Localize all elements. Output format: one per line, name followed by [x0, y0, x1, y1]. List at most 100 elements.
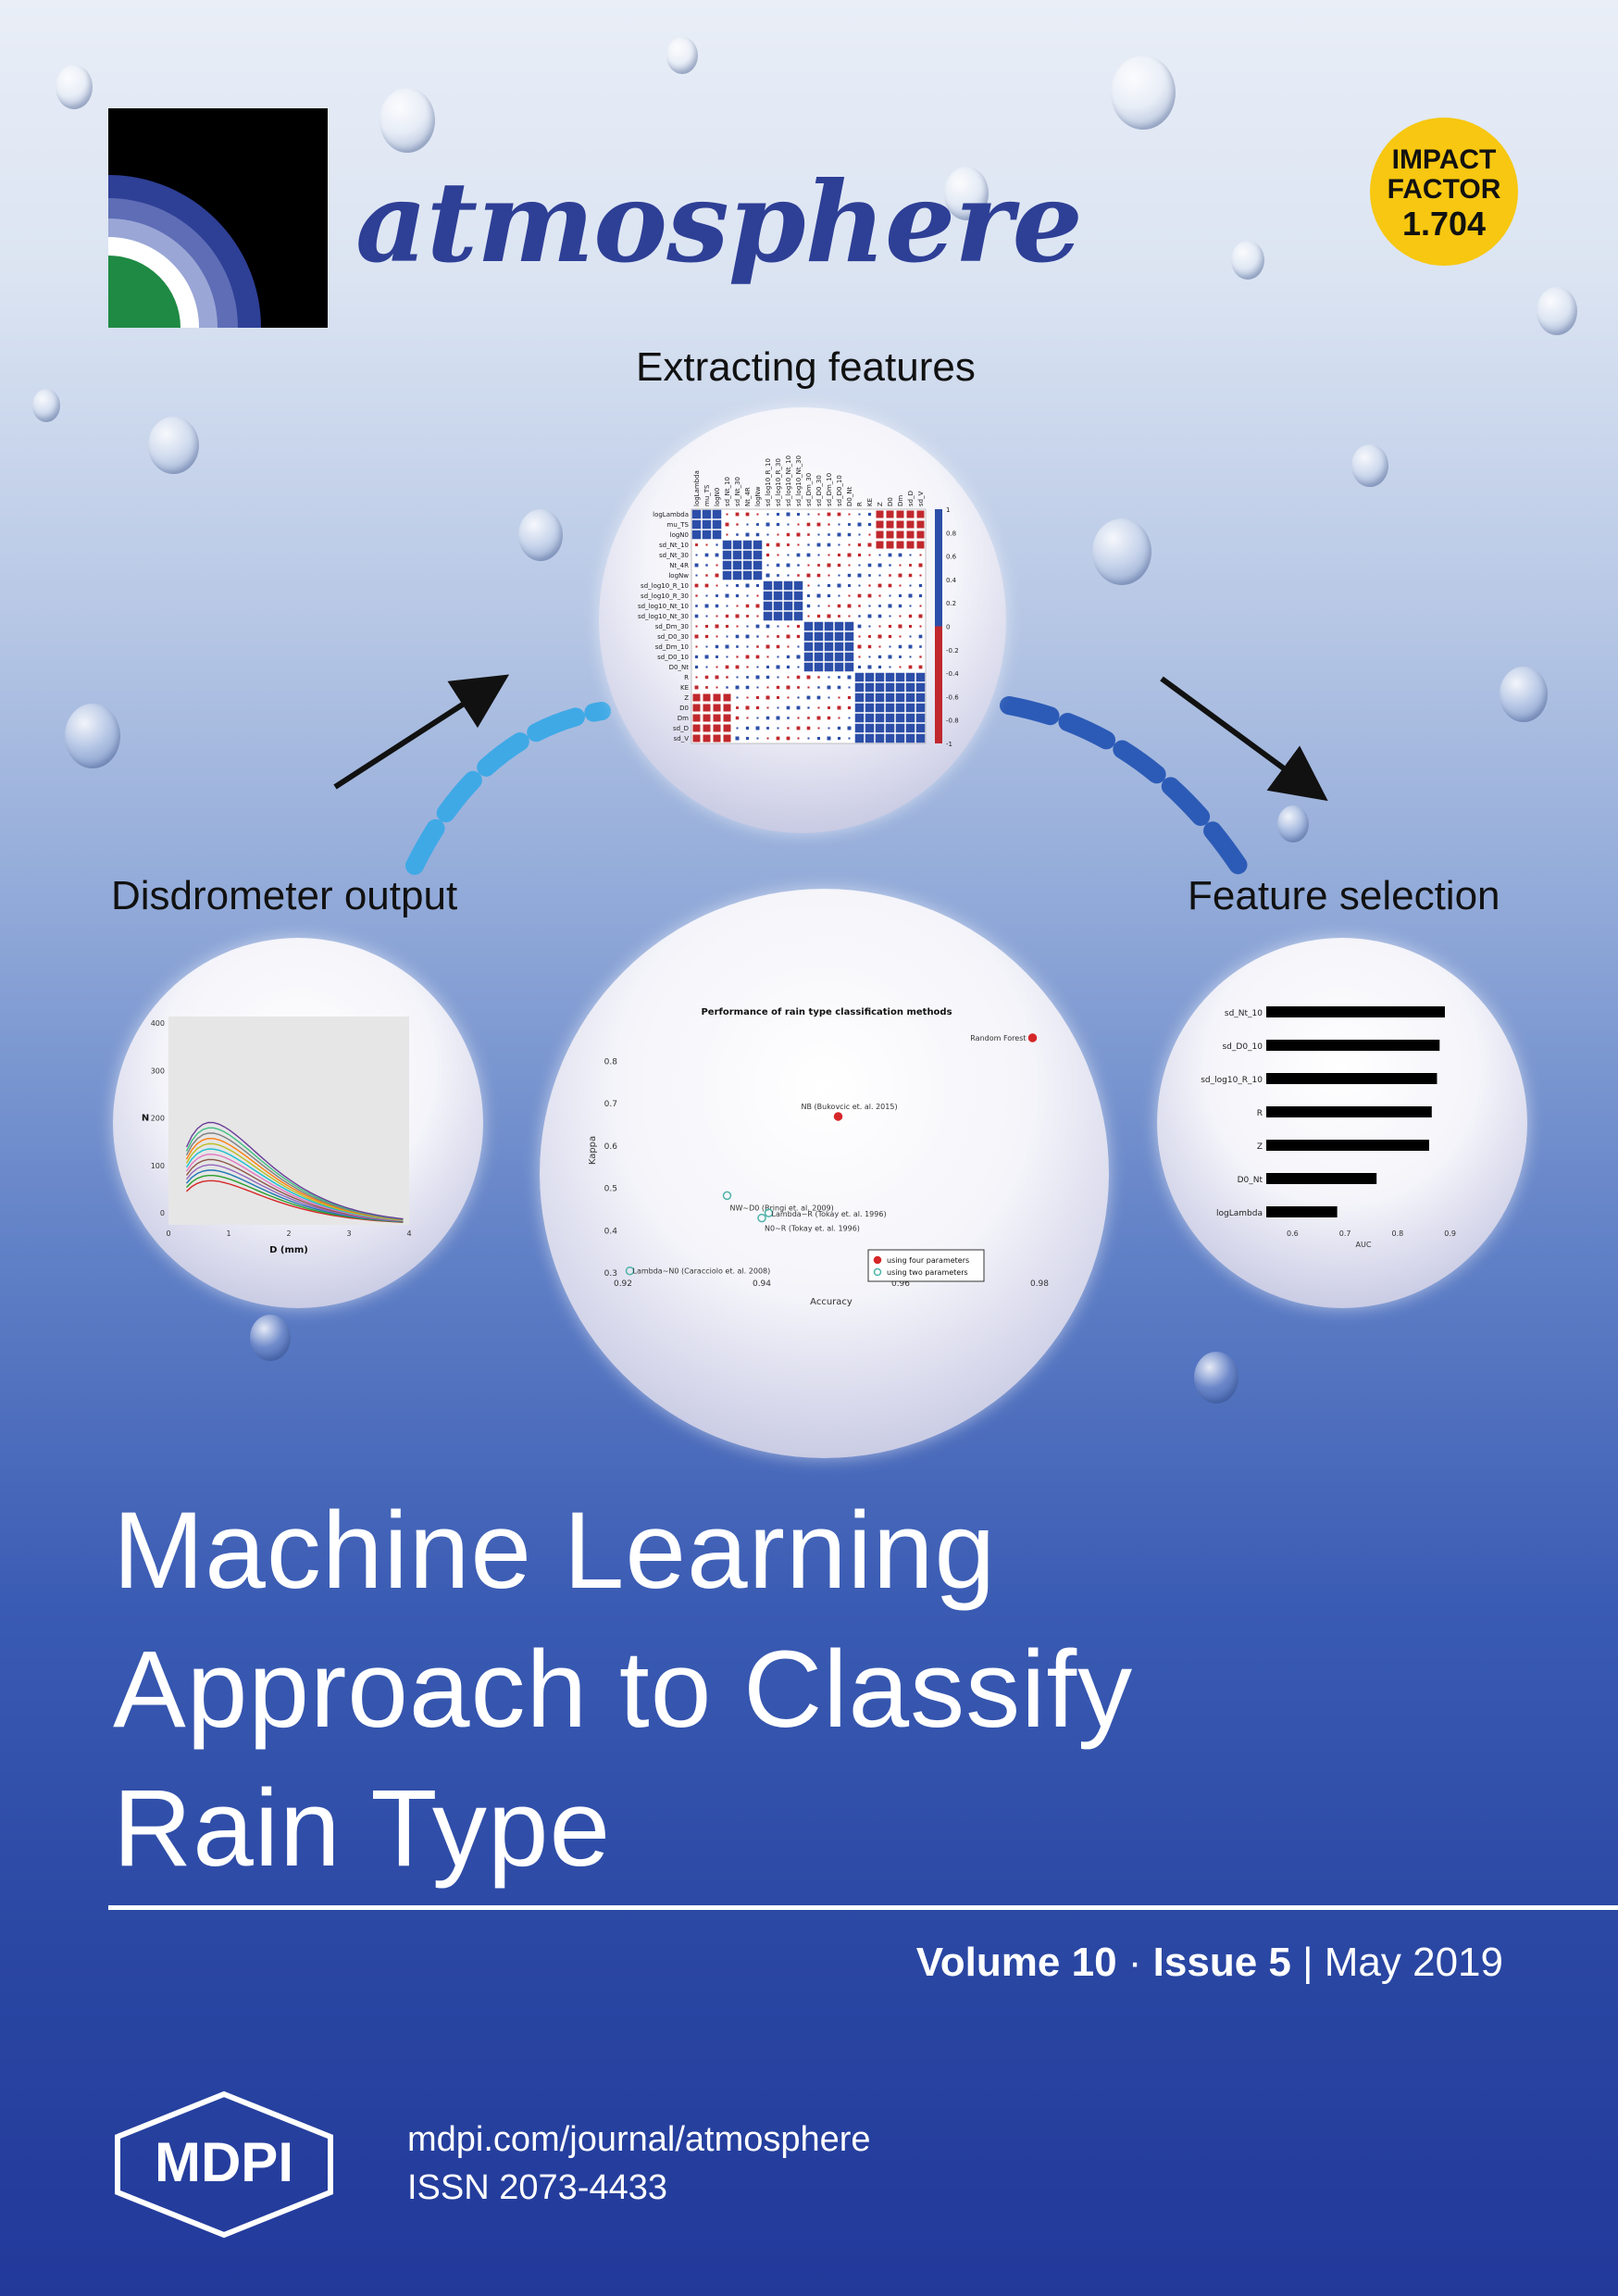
- matrix-cell: [735, 665, 740, 669]
- matrix-cell: [828, 676, 830, 679]
- matrix-cell: [865, 672, 875, 682]
- issue-dot: ·: [1116, 1940, 1153, 1985]
- matrix-cell: [847, 675, 852, 680]
- matrix-cell: [742, 540, 753, 550]
- matrix-cell: [867, 593, 872, 598]
- matrix-cell: [888, 553, 892, 557]
- matrix-cell: [877, 583, 882, 588]
- row-label: logNw: [668, 572, 689, 580]
- matrix-cell: [886, 541, 894, 549]
- matrix-cell: [858, 564, 861, 567]
- matrix-cell: [735, 736, 740, 741]
- matrix-cell: [877, 563, 882, 568]
- row-label: logN0: [670, 531, 689, 539]
- matrix-cell: [691, 519, 702, 530]
- matrix-cell: [786, 512, 790, 517]
- journal-url[interactable]: mdpi.com/journal/atmosphere: [407, 2120, 871, 2159]
- matrix-cell: [837, 553, 841, 557]
- matrix-cell: [868, 554, 871, 556]
- matrix-cell: [827, 583, 831, 588]
- matrix-cell: [726, 533, 728, 536]
- matrix-cell: [787, 625, 790, 628]
- matrix-cell: [753, 560, 763, 570]
- matrix-cell: [755, 675, 760, 680]
- matrix-cell: [898, 624, 902, 629]
- dashed-arc-right: [1000, 696, 1248, 875]
- matrix-cell: [753, 550, 763, 560]
- matrix-cell: [838, 696, 840, 699]
- matrix-cell: [865, 723, 875, 733]
- matrix-cell: [763, 611, 773, 621]
- matrix-cell: [814, 662, 824, 672]
- matrix-cell: [692, 714, 701, 722]
- matrix-cell: [756, 615, 759, 618]
- matrix-cell: [834, 652, 844, 662]
- matrix-cell: [847, 726, 852, 730]
- matrix-cell: [905, 703, 915, 713]
- matrix-cell: [787, 554, 790, 556]
- matrix-cell: [766, 513, 769, 516]
- matrix-cell: [905, 713, 915, 723]
- matrix-cell: [715, 553, 719, 557]
- matrix-cell: [755, 532, 760, 537]
- matrix-cell: [694, 685, 699, 690]
- col-label: Nt_4R: [744, 487, 752, 506]
- dsd-ytick: 300: [151, 1067, 165, 1075]
- scatter-chart-circle: Performance of rain type classification …: [540, 889, 1109, 1458]
- matrix-cell: [713, 724, 721, 732]
- matrix-cell: [765, 644, 770, 649]
- scale-tick: -0.8: [946, 718, 959, 725]
- volume-number: Volume 10: [915, 1940, 1117, 1985]
- matrix-cell: [844, 621, 854, 631]
- matrix-cell: [876, 541, 884, 549]
- matrix-cell: [886, 530, 894, 539]
- matrix-cell: [704, 624, 709, 629]
- matrix-cell: [756, 686, 759, 689]
- col-label: sd_log10_R_10: [765, 458, 772, 506]
- matrix-cell: [715, 573, 719, 578]
- matrix-cell: [847, 553, 852, 557]
- matrix-cell: [745, 726, 750, 730]
- matrix-cell: [796, 726, 801, 730]
- matrix-cell: [899, 584, 902, 587]
- matrix-cell: [919, 574, 922, 577]
- matrix-cell: [773, 611, 783, 621]
- matrix-cell: [705, 645, 708, 648]
- dsd-ylabel: N: [142, 1114, 149, 1124]
- matrix-cell: [796, 512, 801, 517]
- matrix-cell: [906, 510, 915, 518]
- matrix-cell: [705, 615, 708, 618]
- matrix-cell: [878, 594, 881, 597]
- correlation-matrix: logLambdalogLambdamu_TSmu_TSlogN0logN0sd…: [638, 455, 959, 748]
- col-label: R: [856, 502, 864, 506]
- matrix-cell: [899, 615, 902, 618]
- label-feature-selection: Feature selection: [1188, 873, 1500, 918]
- col-label: sd_Nt_30: [734, 477, 741, 506]
- matrix-cell: [745, 705, 750, 710]
- matrix-cell: [827, 614, 831, 618]
- matrix-cell: [919, 625, 922, 628]
- matrix-cell: [878, 625, 881, 628]
- matrix-cell: [915, 703, 926, 713]
- scatter-point: [764, 1208, 774, 1217]
- matrix-cell: [875, 733, 885, 743]
- matrix-cell: [765, 573, 770, 578]
- matrix-cell: [868, 655, 871, 658]
- scatter-point-label: Random Forest: [970, 1034, 1026, 1042]
- matrix-cell: [745, 532, 750, 537]
- matrix-cell: [722, 540, 732, 550]
- matrix-cell: [848, 686, 851, 689]
- bar-xtick: 0.8: [1392, 1229, 1404, 1238]
- matrix-cell: [787, 543, 790, 546]
- matrix-cell: [814, 621, 824, 631]
- matrix-cell: [704, 634, 709, 639]
- row-label: mu_TS: [667, 521, 690, 529]
- col-label: sd_D0_30: [815, 475, 823, 506]
- matrix-cell: [909, 605, 912, 607]
- matrix-cell: [828, 696, 830, 699]
- row-label: sd_Dm_30: [655, 623, 689, 630]
- matrix-cell: [753, 570, 763, 580]
- scatter-xtick: 0.96: [891, 1279, 910, 1289]
- matrix-cell: [755, 604, 760, 608]
- matrix-cell: [895, 682, 905, 693]
